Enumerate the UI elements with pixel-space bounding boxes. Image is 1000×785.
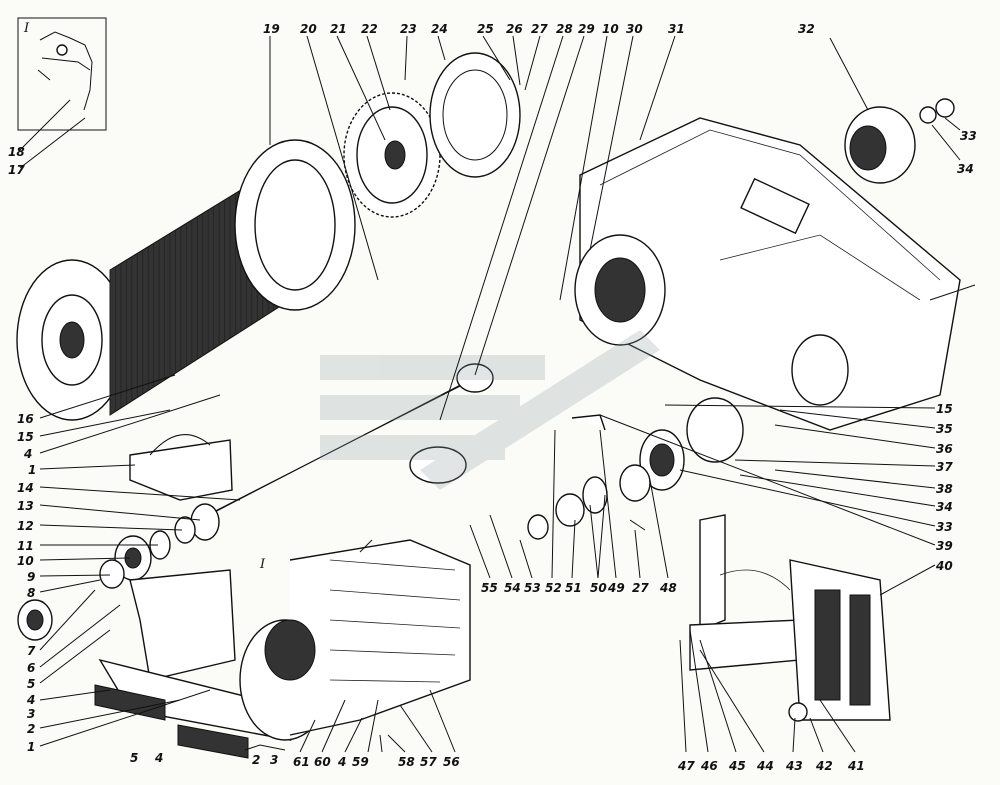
cable-drum [16, 139, 356, 421]
watermark-logo [320, 330, 660, 490]
callout-33: 33 [960, 129, 977, 143]
callout-46: 46 [700, 759, 718, 773]
callout-31: 31 [668, 22, 685, 36]
callout-25: 25 [477, 22, 494, 36]
callout-57: 57 [420, 755, 437, 769]
callout-numbers: 18 17 19 20 21 22 23 24 25 26 27 28 29 1… [8, 22, 977, 773]
callout-48: 48 [659, 581, 677, 595]
cover-disk [429, 52, 521, 178]
callout-11: 11 [17, 539, 34, 553]
callout-45: 45 [728, 759, 746, 773]
bearing-support [94, 569, 292, 759]
callout-3: 3 [27, 707, 35, 721]
callout-14: 14 [17, 481, 34, 495]
callout-34: 34 [936, 500, 953, 514]
callout-44: 44 [756, 759, 774, 773]
callout-43: 43 [785, 759, 803, 773]
callout-37: 37 [936, 460, 953, 474]
callout-12: 12 [17, 519, 34, 533]
main-shaft [179, 363, 494, 531]
inset-detail-I: I [17, 17, 107, 131]
callout-10: 10 [602, 22, 619, 36]
large-gear [343, 92, 441, 218]
nut-33 [935, 98, 955, 118]
callout-4: 4 [154, 751, 163, 765]
callout-10: 10 [17, 554, 34, 568]
callout-4: 4 [26, 693, 35, 707]
motor-inset-label: I [259, 557, 266, 572]
callout-53: 53 [524, 581, 541, 595]
callout-55: 55 [481, 581, 498, 595]
callout-27: 27 [632, 581, 649, 595]
callout-51: 51 [565, 581, 582, 595]
callout-9: 9 [27, 570, 35, 584]
callout-28: 28 [556, 22, 573, 36]
callout-15: 15 [936, 402, 953, 416]
callout-61: 61 [293, 755, 310, 769]
callout-1: 1 [28, 463, 36, 477]
callout-24: 24 [431, 22, 448, 36]
callout-54: 54 [504, 581, 521, 595]
callout-41: 41 [847, 759, 865, 773]
callout-3: 3 [270, 753, 278, 767]
callout-40: 40 [935, 559, 953, 573]
coupling-ring [844, 106, 916, 184]
leader-lines [19, 35, 961, 753]
callout-17: 17 [8, 163, 25, 177]
callout-18: 18 [8, 145, 25, 159]
callout-21: 21 [330, 22, 347, 36]
callout-38: 38 [936, 482, 953, 496]
callout-5: 5 [130, 751, 138, 765]
inset-label: I [23, 21, 30, 36]
callout-33: 33 [936, 520, 953, 534]
callout-36: 36 [936, 442, 953, 456]
callout-4: 4 [23, 447, 32, 461]
callout-2: 2 [252, 753, 260, 767]
callout-50: 50 [590, 581, 607, 595]
callout-23: 23 [400, 22, 417, 36]
callout-60: 60 [314, 755, 331, 769]
callout-30: 30 [626, 22, 643, 36]
bearing-cap [129, 434, 233, 501]
washer-34 [919, 106, 937, 124]
callout-26: 26 [506, 22, 523, 36]
callout-34: 34 [957, 162, 974, 176]
bearing-set-left [17, 503, 220, 641]
coupling-parts [527, 397, 744, 540]
callout-22: 22 [361, 22, 378, 36]
callout-56: 56 [443, 755, 460, 769]
callout-5: 5 [27, 677, 35, 691]
callout-1: 1 [27, 740, 35, 754]
callout-13: 13 [17, 499, 34, 513]
callout-20: 20 [300, 22, 317, 36]
callout-59: 59 [352, 755, 369, 769]
gearbox-housing [574, 117, 976, 431]
callout-47: 47 [677, 759, 695, 773]
callout-8: 8 [27, 586, 35, 600]
callout-52: 52 [545, 581, 562, 595]
callout-6: 6 [27, 661, 35, 675]
callout-58: 58 [398, 755, 415, 769]
callout-29: 29 [578, 22, 595, 36]
callout-19: 19 [263, 22, 280, 36]
callout-42: 42 [815, 759, 833, 773]
callout-32: 32 [798, 22, 815, 36]
callout-35: 35 [936, 422, 953, 436]
callout-27: 27 [531, 22, 548, 36]
callout-7: 7 [27, 644, 36, 658]
brake-assembly [689, 514, 891, 722]
callout-39: 39 [936, 539, 953, 553]
callout-4: 4 [337, 755, 346, 769]
callout-16: 16 [17, 412, 34, 426]
callout-2: 2 [27, 722, 35, 736]
electric-motor: I [239, 539, 471, 741]
callout-15: 15 [17, 430, 34, 444]
callout-49: 49 [607, 581, 625, 595]
